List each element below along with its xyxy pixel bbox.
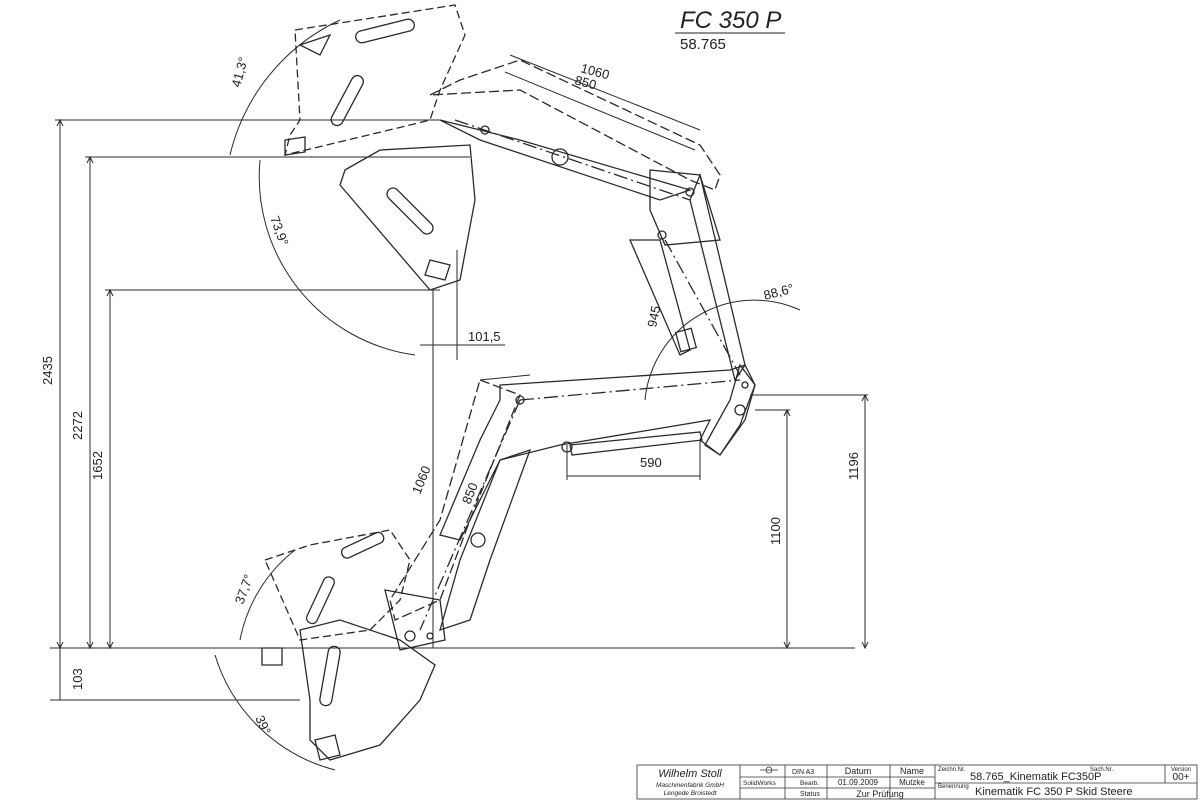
angle-37-7: 37,7° [232, 572, 257, 606]
zeichn-label: Zeichn.Nr. [938, 767, 966, 773]
title-block: Wilhelm Stoll Maschinenfabrik GmbH Lenge… [636, 764, 1198, 800]
dim-1196: 1196 [846, 452, 861, 480]
dim-103: 103 [70, 668, 85, 690]
dim-101-5: 101,5 [468, 329, 501, 344]
sach-label: Sach.Nr. [1090, 767, 1113, 773]
angle-arcs [214, 19, 801, 771]
datum-value: 01.09.2009 [838, 778, 879, 787]
angle-73-9: 73,9° [267, 214, 292, 248]
dimension-labels: 2435 2272 1652 103 1060 850 945 1060 850… [40, 55, 861, 737]
version-label: Version [1171, 767, 1191, 773]
dim-945: 945 [644, 304, 663, 328]
drawing-title: FC 350 P 58.765 [675, 7, 785, 53]
version-value: 00+ [1173, 772, 1190, 783]
dim-1652: 1652 [90, 451, 105, 480]
company-name: Wilhelm Stoll [658, 768, 722, 780]
upper-bucket-raised [284, 4, 466, 156]
lower-bucket-dump [299, 619, 436, 761]
benennung-value: Kinematik FC 350 P Skid Steere [975, 786, 1133, 798]
dim-2272: 2272 [70, 411, 85, 440]
dim-850-top: 850 [573, 72, 598, 92]
status-value: Zur Prüfung [856, 789, 904, 799]
dim-1100: 1100 [768, 517, 783, 545]
title-number: 58.765 [680, 36, 726, 53]
upper-bucket-level [339, 144, 476, 291]
solidworks-label: SolidWorks [743, 780, 777, 787]
company-sub2: Lengede Broistedt [664, 790, 718, 797]
dim-2435: 2435 [40, 356, 55, 385]
format: DIN A3 [792, 769, 814, 776]
company-sub1: Maschinenfabrik GmbH [656, 782, 724, 789]
angle-41-3: 41,3° [228, 55, 250, 88]
name-label: Name [900, 766, 924, 776]
status-label: Status [800, 791, 820, 798]
outlines [50, 4, 869, 771]
right-dimension-lines [420, 250, 869, 650]
upper-linkage [429, 54, 746, 382]
dim-590: 590 [640, 455, 662, 470]
lower-bucket-crowd [261, 529, 411, 666]
lower-linkage [384, 379, 532, 651]
name-value: Mutzke [899, 778, 925, 787]
title-name: FC 350 P [680, 7, 781, 34]
benennung-label: Benennung [938, 784, 969, 790]
main-arm-lowered [439, 363, 756, 541]
dim-1060-top: 1060 [579, 60, 611, 82]
zeichn-value: 58.765_Kinematik FC350P [970, 771, 1101, 783]
dim-1060-low: 1060 [409, 464, 434, 496]
datum-label: Datum [845, 766, 872, 776]
angle-88-6: 88,6° [762, 281, 795, 303]
bearb-label: Bearb. [800, 780, 819, 787]
angle-39: 39° [252, 713, 274, 737]
left-dimension-lines [50, 118, 855, 701]
